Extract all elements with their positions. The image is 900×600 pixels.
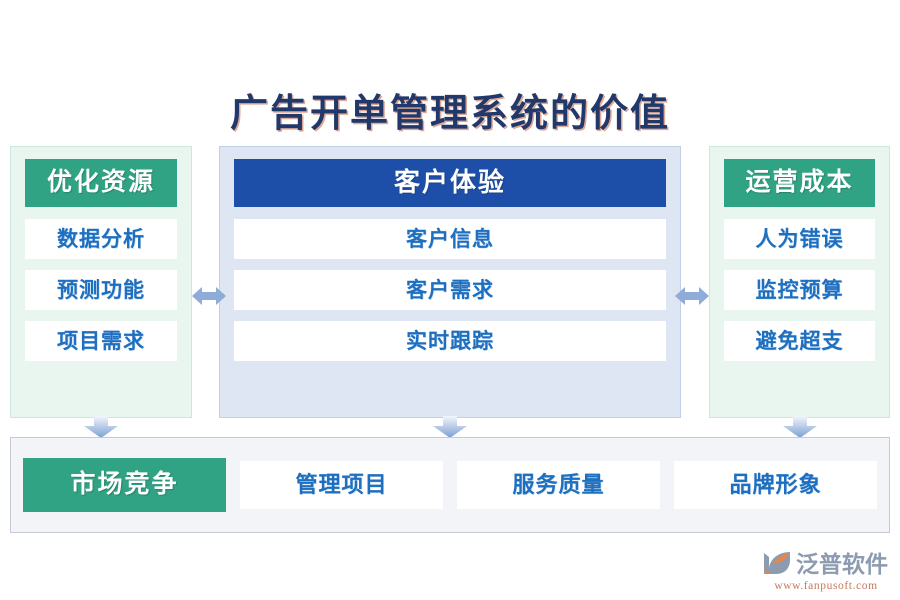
down-arrow-icon [84,416,118,438]
brand-logo: 泛普软件 www.fanpusoft.com [762,545,892,593]
bottom-item-market-competition[interactable]: 市场竞争 [23,458,226,512]
double-arrow-horizontal-icon [192,283,226,309]
panel-item-forecast-function[interactable]: 预测功能 [25,270,177,310]
panel-header-optimize-resources: 优化资源 [25,159,177,207]
panel-optimize-resources: 优化资源 数据分析 预测功能 项目需求 [10,146,192,418]
panel-item-data-analysis[interactable]: 数据分析 [25,219,177,259]
panel-customer-experience: 客户体验 客户信息 客户需求 实时跟踪 [219,146,681,418]
bottom-outcomes-panel: 市场竞争 管理项目 服务质量 品牌形象 [10,437,890,533]
double-arrow-horizontal-icon [675,283,709,309]
panel-item-budget-monitor[interactable]: 监控预算 [724,270,875,310]
bottom-item-manage-project[interactable]: 管理项目 [240,461,443,509]
panel-operating-cost: 运营成本 人为错误 监控预算 避免超支 [709,146,890,418]
panel-header-operating-cost: 运营成本 [724,159,875,207]
panel-item-human-error[interactable]: 人为错误 [724,219,875,259]
logo-url: www.fanpusoft.com [774,580,878,592]
panel-item-customer-info[interactable]: 客户信息 [234,219,666,259]
fanpu-leaf-icon [762,549,792,576]
panel-item-customer-demand[interactable]: 客户需求 [234,270,666,310]
down-arrow-icon [783,416,817,438]
bottom-item-service-quality[interactable]: 服务质量 [457,461,660,509]
columns-region: 优化资源 数据分析 预测功能 项目需求 客户体验 客户信息 客户需求 实时跟踪 … [0,146,900,418]
panel-item-project-requirement[interactable]: 项目需求 [25,321,177,361]
logo-row: 泛普软件 [762,545,892,579]
panel-item-avoid-overspend[interactable]: 避免超支 [724,321,875,361]
page-title: 广告开单管理系统的价值 [229,93,670,135]
panel-header-customer-experience: 客户体验 [234,159,666,207]
down-arrow-icon [433,416,467,438]
logo-wordmark: 泛普软件 [796,552,888,577]
bottom-item-brand-image[interactable]: 品牌形象 [674,461,877,509]
panel-item-realtime-tracking[interactable]: 实时跟踪 [234,321,666,361]
